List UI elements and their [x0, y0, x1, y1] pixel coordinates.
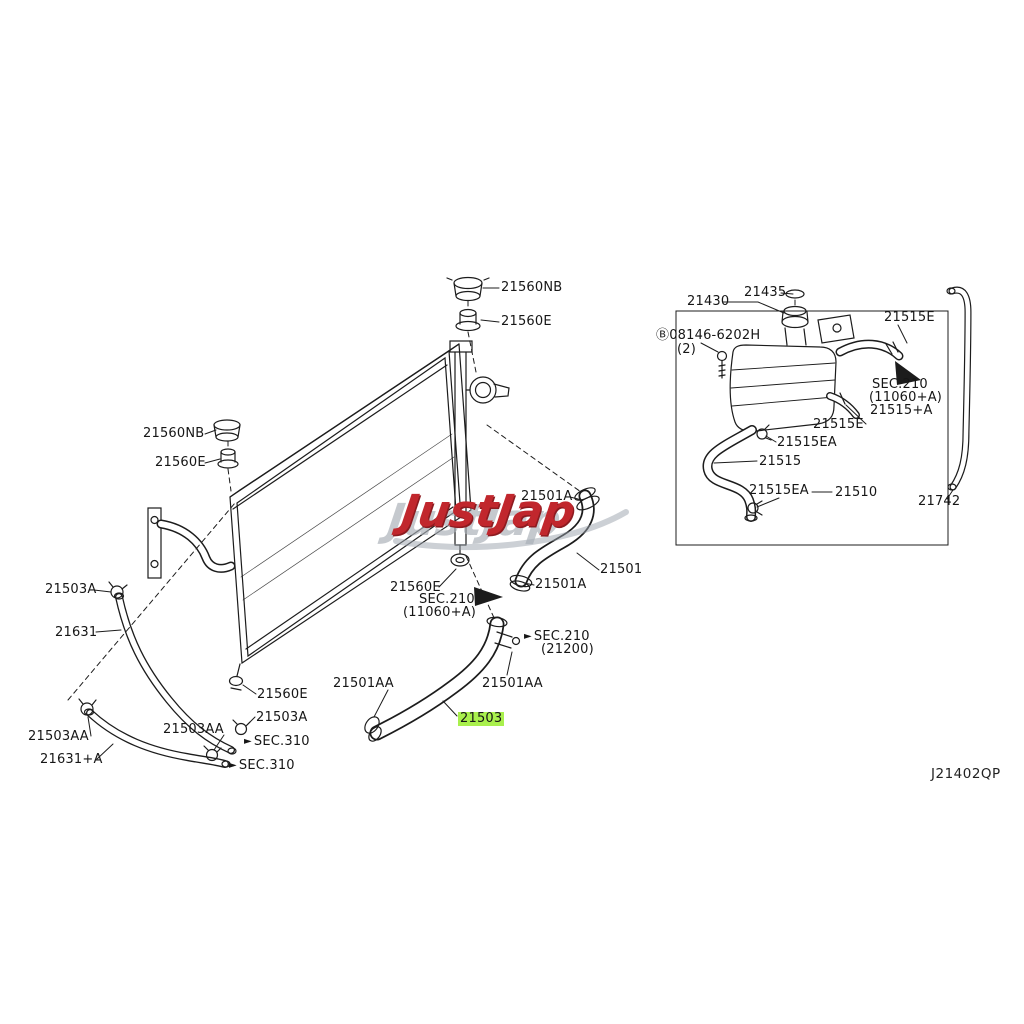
mount-21560e-left-drawing: [217, 448, 239, 469]
hose-21742-drawing: [946, 288, 968, 491]
reservoir-assembly-drawing: [675, 289, 949, 546]
clamp-21501aa-right-drawing: [494, 631, 513, 649]
left-bracket-pipe-drawing: [147, 507, 231, 579]
clamp-21503a-bottom-drawing: [232, 719, 251, 736]
cap-21560nb-left-drawing: [213, 419, 241, 442]
sec210-mid-arrow-icon: [474, 587, 503, 606]
watermark-swoosh: [393, 509, 629, 551]
drain-plug-drawing: [228, 663, 244, 691]
sec210-right-arrow-icon: [895, 361, 921, 385]
clamp-21503aa-left-drawing: [78, 698, 97, 716]
cap-21560nb-top-drawing: [446, 276, 490, 302]
bolt-08146-drawing: [716, 350, 728, 379]
leader-lines: [87, 287, 954, 760]
clamp-21501a-upper-drawing: [576, 495, 600, 511]
clamp-21501a-lower-drawing: [509, 574, 533, 588]
dashed-construction-lines: [67, 299, 796, 701]
diagram-code: J21402QP: [931, 766, 1001, 782]
mount-21560e-top-drawing: [455, 308, 481, 332]
clamp-21503aa-mid-drawing: [203, 745, 222, 762]
radiator-drawing: [228, 340, 510, 691]
cap-21435-drawing: [785, 289, 805, 299]
hose-21631-drawing: [113, 592, 237, 755]
clamp-21501aa-left-drawing: [364, 716, 380, 734]
hose-21503-drawing: [364, 616, 521, 742]
